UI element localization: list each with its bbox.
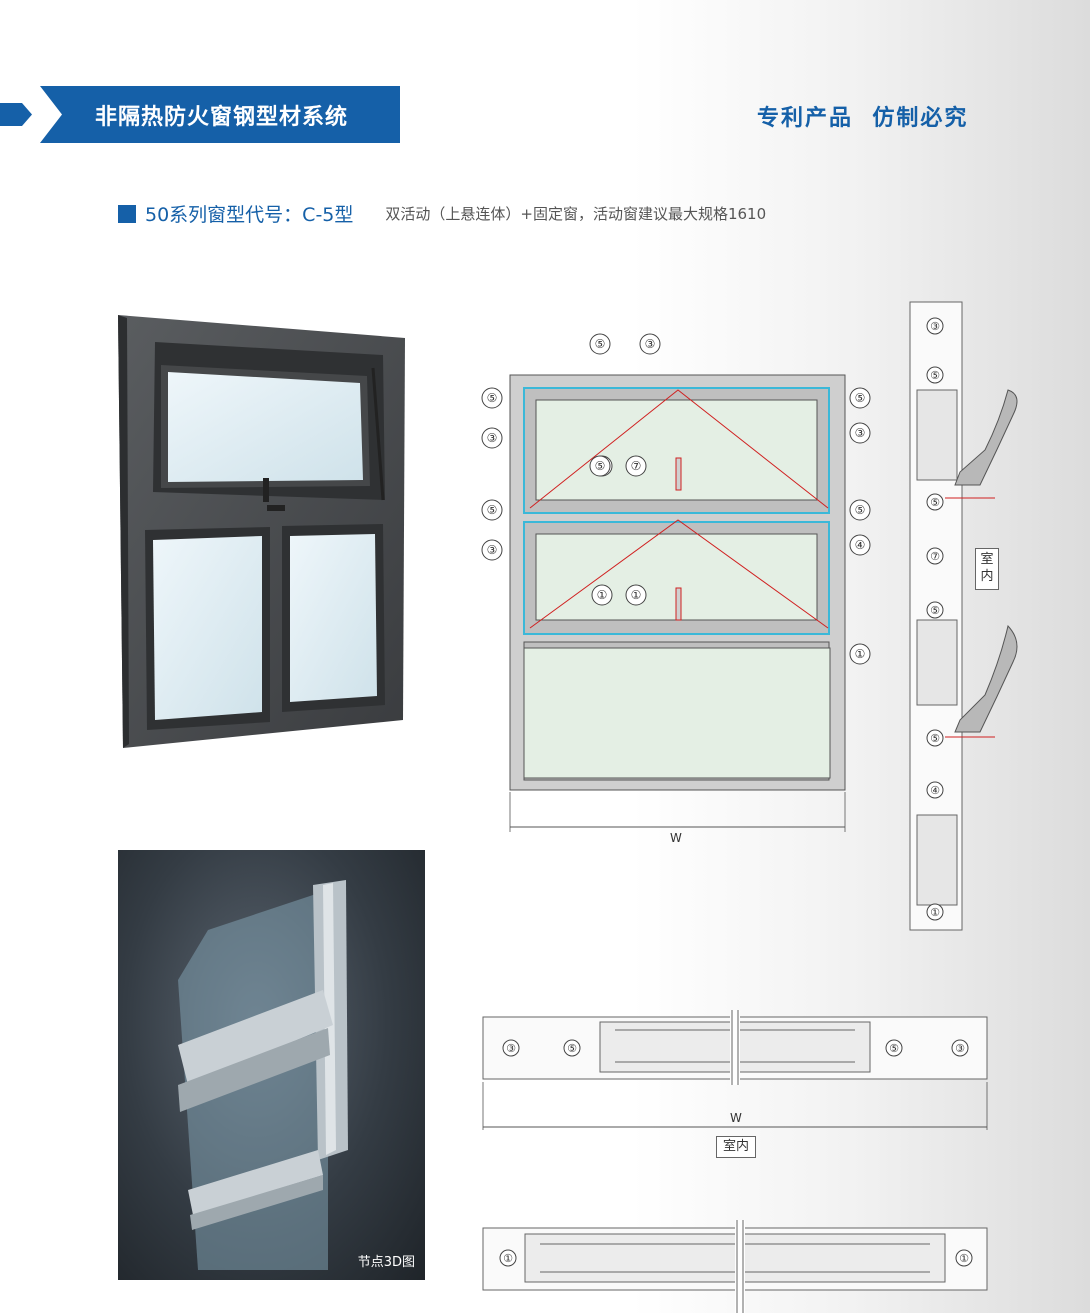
callout-label: ③ <box>930 320 940 333</box>
callout-label: ③ <box>487 431 498 445</box>
callout-circle <box>481 387 503 409</box>
callout-circle <box>502 1039 520 1057</box>
vertical-section-callouts: ③ ⑤ ⑤ ⑦ ⑤ ⑤ ④ ① <box>926 317 944 921</box>
header-banner: 非隔热防火窗钢型材系统 <box>0 86 400 143</box>
callout-circle <box>926 781 944 799</box>
callout-circle <box>926 366 944 384</box>
callout-circle <box>951 1039 969 1057</box>
page-title: 非隔热防火窗钢型材系统 <box>95 105 349 130</box>
render-label: 节点3D图 <box>357 1255 415 1270</box>
horizontal-interior-label: 室内 <box>716 1136 756 1158</box>
callout-circle <box>885 1039 903 1057</box>
callout-label: ③ <box>645 337 656 351</box>
callout-circle <box>849 534 871 556</box>
callout-label: ⑦ <box>930 550 940 563</box>
callout-label: ③ <box>487 543 498 557</box>
callout-label: ④ <box>930 784 940 797</box>
callout-label: ⑤ <box>567 1042 577 1055</box>
callout-circle <box>849 387 871 409</box>
callout-label: ⑤ <box>595 337 606 351</box>
callout-circle <box>481 499 503 521</box>
callout-label: ① <box>930 906 940 919</box>
callout-circle <box>499 1249 517 1267</box>
window-photo <box>118 315 405 748</box>
callout-label: ① <box>959 1252 969 1265</box>
callout-label: ③ <box>506 1042 516 1055</box>
callout-circle <box>625 455 647 477</box>
callout-label: ⑤ <box>487 503 498 517</box>
callout-circle <box>563 1039 581 1057</box>
callout-circle <box>481 427 503 449</box>
arrow-icon <box>0 86 62 143</box>
callout-circle <box>625 584 647 606</box>
callout-label: ⑤ <box>855 391 866 405</box>
callout-label: ⑤ <box>595 459 606 473</box>
callout-circle <box>849 643 871 665</box>
callout-label: ⑤ <box>930 604 940 617</box>
horizontal-section-top-drawing: W ③ ⑤ ⑤ ③ <box>482 1010 988 1130</box>
callout-label: ⑤ <box>487 391 498 405</box>
callout-label: ④ <box>855 538 866 552</box>
callout-label: ③ <box>855 426 866 440</box>
callout-circle <box>849 499 871 521</box>
callout-circle <box>926 729 944 747</box>
callout-circle <box>849 422 871 444</box>
elevation-callouts: ⑤③⑤③⑤⑤⑦③⑤⑤③⑤④①①① <box>481 333 871 665</box>
callout-circle <box>926 903 944 921</box>
callout-circle <box>589 455 611 477</box>
callout-label: ⑤ <box>930 369 940 382</box>
callout-label: ⑤ <box>889 1042 899 1055</box>
elevation-width-label: W <box>670 831 682 845</box>
callout-label: ① <box>631 588 642 602</box>
vertical-section-drawing: ③ ⑤ ⑤ ⑦ ⑤ ⑤ ④ ① <box>909 301 1018 931</box>
series-code: 50系列窗型代号：C-5型 <box>145 204 354 226</box>
series-description: 双活动（上悬连体）+固定窗，活动窗建议最大规格1610 <box>385 205 767 223</box>
callout-circle <box>926 317 944 335</box>
callout-circle <box>591 584 613 606</box>
callout-label: ③ <box>955 1042 965 1055</box>
callout-circle <box>926 547 944 565</box>
callout-label: ⑤ <box>930 496 940 509</box>
square-bullet-icon <box>118 204 136 223</box>
callout-label: ⑤ <box>855 503 866 517</box>
vertical-interior-label: 室内 <box>975 548 999 590</box>
series-row: 50系列窗型代号：C-5型 双活动（上悬连体）+固定窗，活动窗建议最大规格161… <box>118 200 766 227</box>
horizontal-width-label: W <box>730 1111 742 1125</box>
callout-label: ⑤ <box>930 732 940 745</box>
callout-circle <box>481 539 503 561</box>
callout-circle <box>639 333 661 355</box>
patent-notice: 专利产品 仿制必究 <box>757 106 969 131</box>
callout-circle <box>926 493 944 511</box>
callout-circle <box>589 333 611 355</box>
front-elevation-drawing: W ⑤③⑤③⑤⑤⑦③⑤⑤③⑤④①①① <box>481 333 871 845</box>
callout-label: ① <box>855 647 866 661</box>
callout-label: ① <box>597 588 608 602</box>
horizontal-section-top-callouts: ③ ⑤ ⑤ ③ <box>502 1039 969 1057</box>
profile-render-illustration <box>178 880 348 1270</box>
callout-label: ① <box>503 1252 513 1265</box>
node-3d-render: 节点3D图 <box>118 850 425 1280</box>
callout-label: ⑦ <box>631 459 642 473</box>
callout-circle <box>955 1249 973 1267</box>
callout-circle <box>926 601 944 619</box>
